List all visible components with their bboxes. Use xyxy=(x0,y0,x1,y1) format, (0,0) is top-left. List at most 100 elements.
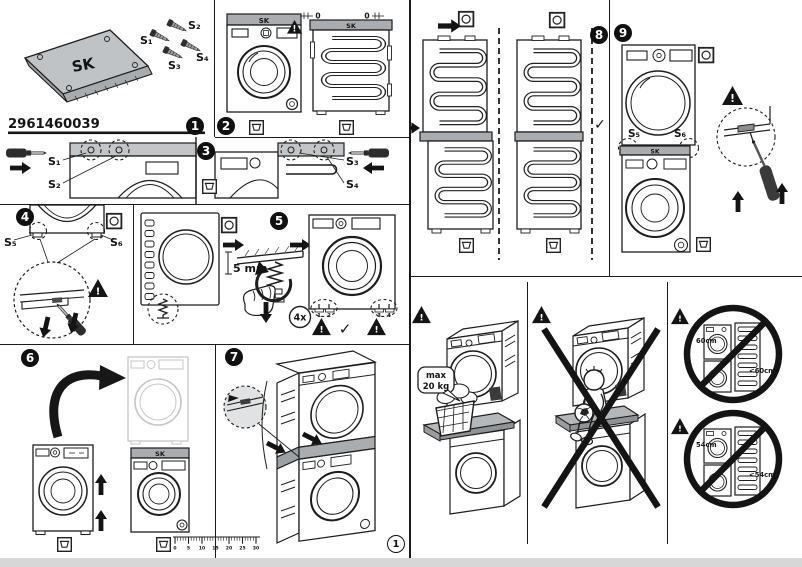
screw-s5-label: S₅ xyxy=(4,236,17,249)
divider xyxy=(527,282,529,544)
clearance-height-label: 60cm xyxy=(696,337,717,345)
foot-number: 3 xyxy=(377,313,381,319)
dryer-side-illustration xyxy=(140,212,220,325)
screw-s5-label: S₅ xyxy=(628,128,641,140)
divider xyxy=(410,276,802,278)
screw-s3-label: S₃ xyxy=(168,59,181,72)
kit-label: SK xyxy=(70,54,97,76)
screwdriver-icon xyxy=(52,300,88,338)
panel-step3-screws: S₁ S₂ S₃ S₄ xyxy=(5,137,390,205)
repeat-count-badge: 4x xyxy=(288,305,312,329)
no-alcove-60cm-sign: 60cm <60cm xyxy=(683,304,783,404)
screw-s2-label: S₂ xyxy=(48,178,61,191)
arrow-right-icon xyxy=(438,19,462,33)
kit-label: SK xyxy=(651,149,660,156)
panel-warning-no-sitting: ! xyxy=(532,306,661,509)
max-load-speech-bubble: max 20 kg xyxy=(417,366,461,402)
machine-rear-icon xyxy=(697,46,715,64)
clearance-height-label: 54cm xyxy=(696,441,717,449)
warning-mark: ! xyxy=(374,326,378,336)
screw-detail-zoom-illustration xyxy=(716,106,780,201)
screw-icon xyxy=(165,18,189,35)
panel-step2-placement: SK ! 0 0 SK xyxy=(226,12,393,136)
screw-s4-label: S₄ xyxy=(196,51,209,64)
warning-icon: ! xyxy=(671,418,689,435)
stack-rear-before-illustration xyxy=(410,35,494,234)
arrow-right-icon xyxy=(290,239,311,251)
arrow-up-icon xyxy=(732,191,744,212)
stacked-machines-3d-illustration xyxy=(274,350,377,544)
warning-mark: ! xyxy=(678,315,682,324)
washer-rear-with-kit-illustration: 0 0 SK xyxy=(301,12,393,115)
prohibition-cross-icon xyxy=(541,327,661,509)
arrow-left-icon xyxy=(363,162,384,174)
ruler-tick-label: 0 xyxy=(173,546,176,552)
part-number-underline xyxy=(8,131,205,135)
machine-front-icon xyxy=(696,236,711,253)
step-2-badge: 2 xyxy=(217,117,235,135)
ghost-dryer-illustration xyxy=(127,356,189,445)
warning-mark: ! xyxy=(419,314,423,324)
max-load-label-line2: 20 kg xyxy=(423,382,450,392)
screw-s1-label: S₁ xyxy=(48,155,61,168)
dryer-bottom-illustration xyxy=(13,205,114,264)
divider xyxy=(215,136,409,138)
arrow-right-icon xyxy=(410,122,420,134)
divider xyxy=(609,0,611,276)
panel-step5-feet: 5 mm 4x 1 2 3 4 ! ✓ ! xyxy=(140,212,398,338)
screw-detail-zoom-illustration xyxy=(13,261,91,339)
warning-icon: ! xyxy=(312,318,331,336)
step-4-badge: 4 xyxy=(16,208,34,226)
stack-rear-after-illustration xyxy=(514,35,584,234)
max-load-label-line1: max xyxy=(426,371,447,381)
step-1-badge: 1 xyxy=(186,117,204,135)
step-8-badge: 8 xyxy=(590,26,608,44)
machine-front-icon xyxy=(155,537,172,552)
panel-step9-secure: S₅ S₆ SK ! xyxy=(617,44,788,253)
screw-s3-label: S₃ xyxy=(346,155,359,168)
no-alcove-54cm-sign: 54cm <54cm xyxy=(683,409,783,509)
screwdriver-icon xyxy=(5,148,48,158)
checkmark-icon: ✓ xyxy=(594,117,606,133)
arrow-up-icon xyxy=(95,510,107,531)
step-6-badge: 6 xyxy=(21,349,39,367)
step-9-badge: 9 xyxy=(614,24,632,42)
prohibition-slash-icon xyxy=(698,424,768,494)
arrow-right-icon xyxy=(223,239,244,251)
prohibition-circle-icon xyxy=(683,409,783,509)
stack-with-shelf-illustration xyxy=(422,319,521,515)
panel-step6-lift: SK xyxy=(32,356,190,552)
divider xyxy=(215,345,217,558)
warning-icon: ! xyxy=(671,308,689,325)
ruler-tick-label: 5 xyxy=(187,546,190,552)
warning-icon: ! xyxy=(412,306,431,324)
kit-label: SK xyxy=(259,17,270,25)
stacked-front-illustration xyxy=(617,44,700,253)
warning-mark: ! xyxy=(678,425,682,434)
warning-mark: ! xyxy=(319,326,323,336)
stacking-kit-plate-illustration: SK xyxy=(23,29,153,103)
warning-mark: ! xyxy=(293,25,297,35)
prohibition-circle-icon xyxy=(683,304,783,404)
divider xyxy=(214,0,216,137)
warning-icon: ! xyxy=(367,318,386,336)
panel-warning-clearance: ! 60cm <60cm ! xyxy=(671,304,783,509)
ruler-tick-label: 10 xyxy=(199,546,205,552)
repeat-count-label: 4x xyxy=(294,313,307,324)
dryer-front-feet-illustration: 1 2 3 4 xyxy=(308,214,398,319)
ruler-tick-label: 30 xyxy=(253,546,259,552)
checkmark-icon: ✓ xyxy=(339,320,352,338)
machine-rear-icon xyxy=(548,11,566,29)
washer-front-with-kit-illustration: SK xyxy=(130,447,190,533)
warning-icon: ! xyxy=(88,279,108,298)
divider xyxy=(0,204,409,206)
kit-label: SK xyxy=(155,450,166,458)
screws-illustration: S₁ S₂ S₃ S₄ xyxy=(140,18,209,72)
warning-icon: ! xyxy=(287,20,303,35)
laundry-basket-illustration xyxy=(435,383,478,437)
prohibition-slash-icon xyxy=(698,319,768,389)
lift-curved-arrow-icon xyxy=(49,365,126,439)
bottom-strip xyxy=(0,558,802,567)
kit-label: SK xyxy=(346,22,357,30)
screw-s6-label: S₆ xyxy=(110,236,123,249)
